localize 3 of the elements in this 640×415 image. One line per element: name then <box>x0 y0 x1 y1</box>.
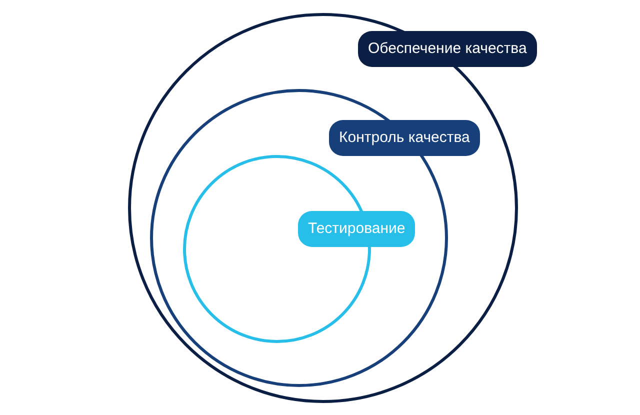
label-pill: Обеспечение качества <box>358 31 537 67</box>
label-pill: Тестирование <box>298 211 416 247</box>
label-pill: Контроль качества <box>329 120 480 156</box>
